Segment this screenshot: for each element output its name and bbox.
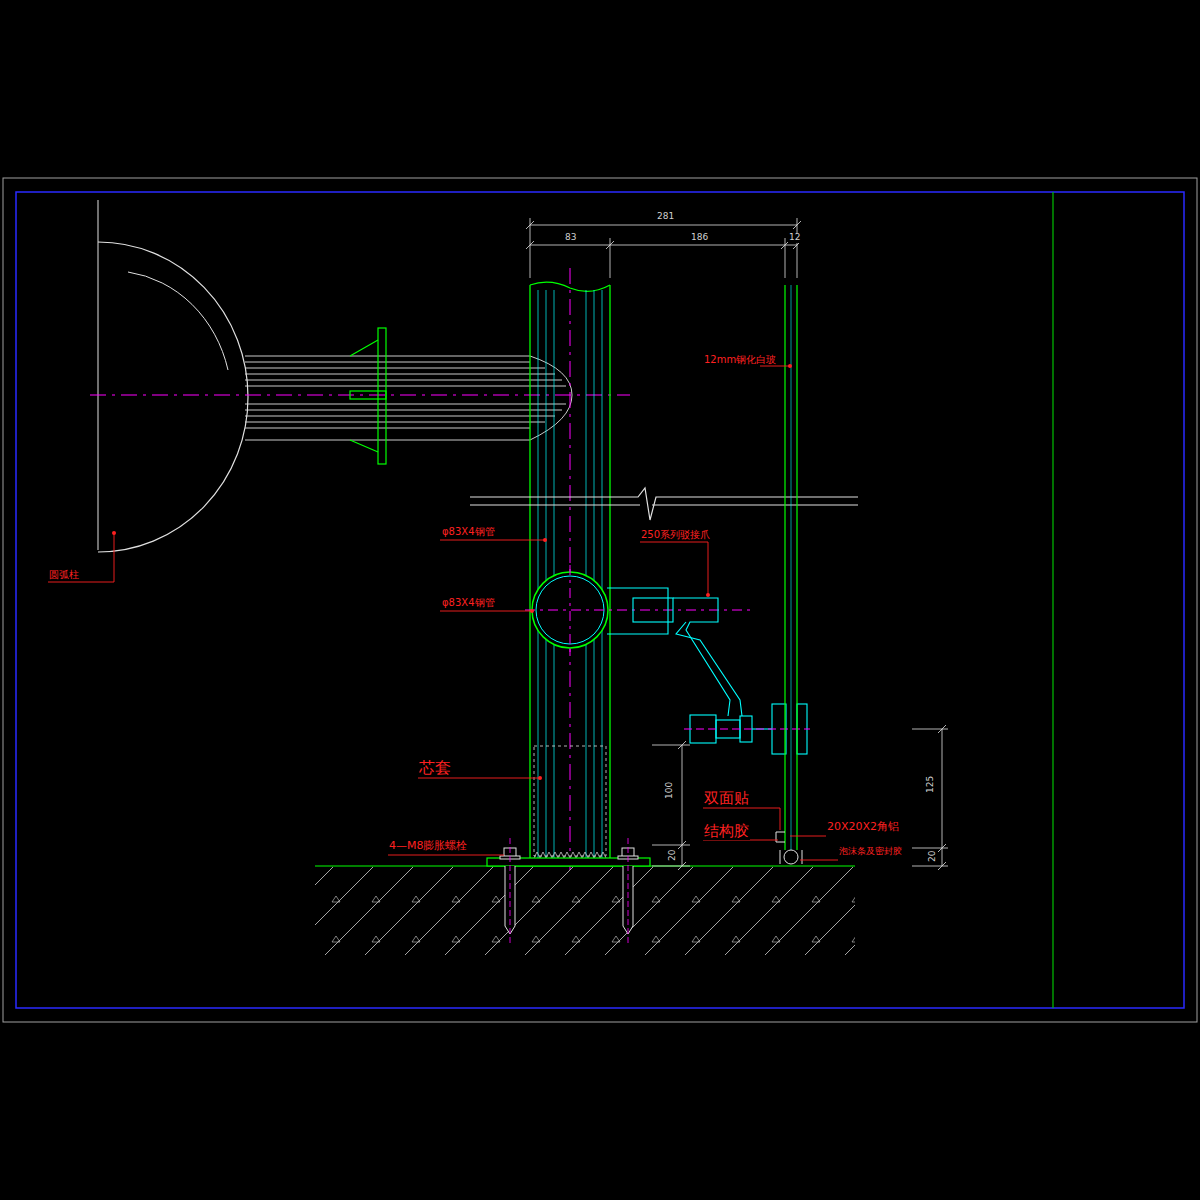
- part-label: 圆弧柱: [48, 569, 80, 580]
- part-label: 4—M8膨胀螺栓: [388, 840, 469, 852]
- part-label: φ83X4钢管: [441, 526, 496, 537]
- dimension: 20: [928, 850, 938, 863]
- part-label: 12mm钢化白玻: [703, 354, 777, 365]
- part-label: 结构胶: [703, 823, 750, 840]
- dimension: 125: [926, 775, 936, 794]
- part-label: 芯套: [418, 759, 452, 777]
- dimension: 12: [788, 233, 801, 243]
- part-label: φ83X4钢管: [441, 597, 496, 608]
- dimension: 281: [656, 212, 675, 222]
- dimension: 186: [690, 233, 709, 243]
- dimension: 100: [665, 781, 675, 800]
- dimension: 83: [564, 233, 577, 243]
- part-label: 双面贴: [703, 790, 750, 807]
- dimension: 20: [668, 849, 678, 862]
- part-label: 泡沫条及密封胶: [838, 847, 903, 857]
- part-label: 20X20X2角铝: [826, 821, 900, 833]
- part-label: 250系列驳接爪: [640, 529, 711, 540]
